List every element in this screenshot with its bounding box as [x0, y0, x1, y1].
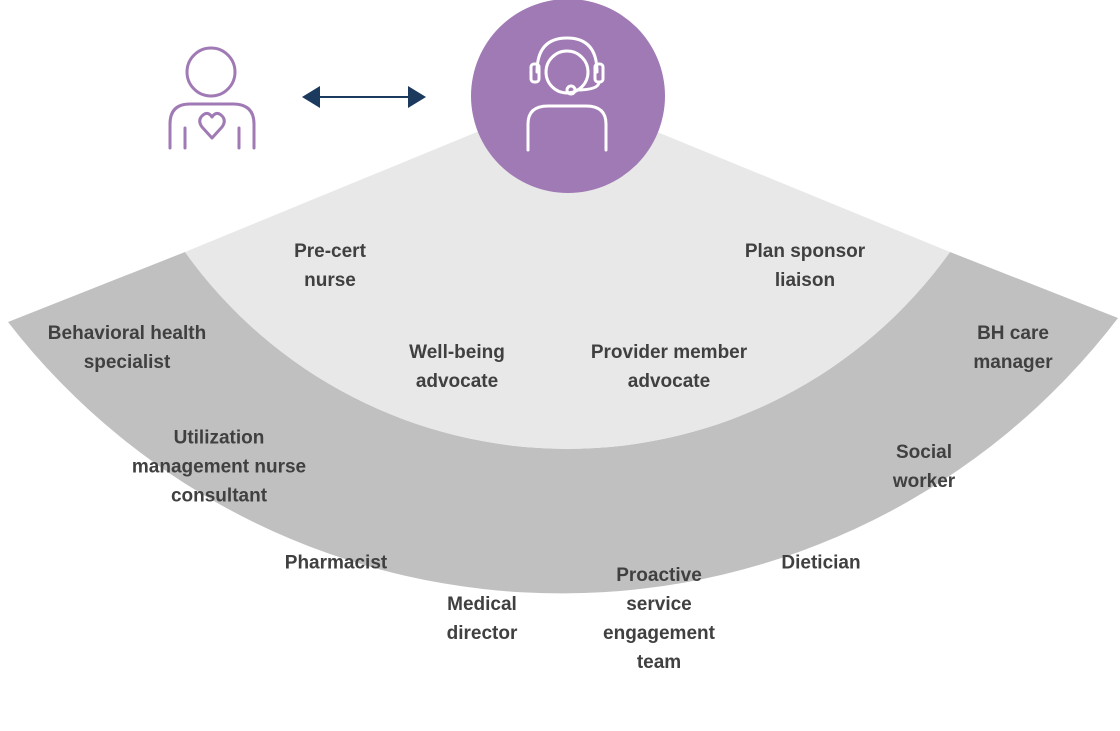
inner-core-team-area	[185, 95, 950, 449]
role-bh-care-manager: BH care manager	[973, 323, 1053, 373]
agent-circle	[471, 0, 665, 193]
role-behavioral-health-specialist: Behavioral health specialist	[47, 323, 207, 373]
role-pharmacist: Pharmacist	[284, 552, 388, 574]
role-well-being-advocate: Well-being advocate	[409, 342, 505, 392]
role-dietician: Dietician	[781, 552, 861, 574]
member-heart-icon	[168, 46, 256, 150]
role-proactive-service-engagement-team: Proactive service engagement team	[603, 565, 715, 673]
role-pre-cert-nurse: Pre-cert nurse	[294, 241, 366, 291]
double-arrow-icon	[302, 86, 426, 108]
role-medical-director: Medical director	[446, 594, 518, 644]
role-social-worker: Social worker	[892, 442, 956, 492]
outer-care-team-band	[8, 252, 1118, 594]
role-provider-member-advocate: Provider member advocate	[590, 342, 748, 392]
headset-agent-icon	[526, 36, 608, 152]
role-plan-sponsor-liaison: Plan sponsor liaison	[744, 241, 866, 291]
role-utilization-management-nurse-consultant: Utilization management nurse consultant	[131, 427, 307, 507]
